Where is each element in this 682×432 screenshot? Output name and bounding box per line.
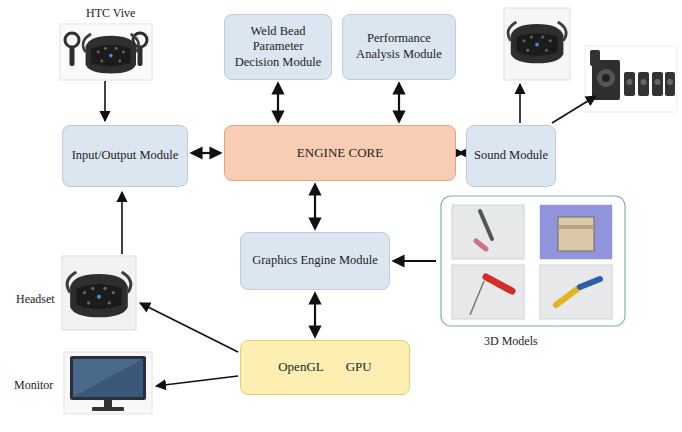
module-label: Weld Bead Parameter Decision Module xyxy=(230,24,326,71)
picture-label: Headset xyxy=(16,292,55,307)
monitor-picture xyxy=(64,352,152,414)
module-box: Performance Analysis Module xyxy=(342,14,456,80)
model-panel-outline xyxy=(440,195,626,329)
module-box: Graphics Engine Module xyxy=(240,232,390,290)
connector-arrow xyxy=(314,185,316,228)
speakers-picture xyxy=(585,46,677,112)
module-box: OpenGL GPU xyxy=(240,340,410,395)
panel-label: 3D Models xyxy=(484,334,538,349)
module-label: GPU xyxy=(346,359,372,375)
picture-label: Monitor xyxy=(14,378,53,393)
module-box: Weld Bead Parameter Decision Module xyxy=(224,14,332,80)
connector-arrow xyxy=(277,84,279,121)
module-label: Graphics Engine Module xyxy=(252,253,378,269)
module-box: Sound Module xyxy=(466,125,556,187)
connector-arrow xyxy=(460,152,462,154)
headset-picture xyxy=(62,256,136,330)
connector-arrow xyxy=(314,294,316,336)
connector-arrow xyxy=(394,260,436,262)
connector-arrow xyxy=(192,152,220,154)
module-box: ENGINE CORE xyxy=(224,125,456,181)
module-label: ENGINE CORE xyxy=(297,145,383,161)
module-box: Input/Output Module xyxy=(62,125,188,187)
picture-label: HTC Vive xyxy=(86,6,135,21)
headset-picture xyxy=(504,8,570,80)
module-label: Input/Output Module xyxy=(72,148,179,164)
model-panel: 3D Models xyxy=(440,195,626,349)
connector-arrow xyxy=(398,84,400,121)
module-label: Performance Analysis Module xyxy=(348,31,450,62)
vive-kit-picture xyxy=(60,24,152,80)
module-label: OpenGL xyxy=(278,359,324,375)
module-label: Sound Module xyxy=(474,148,548,164)
